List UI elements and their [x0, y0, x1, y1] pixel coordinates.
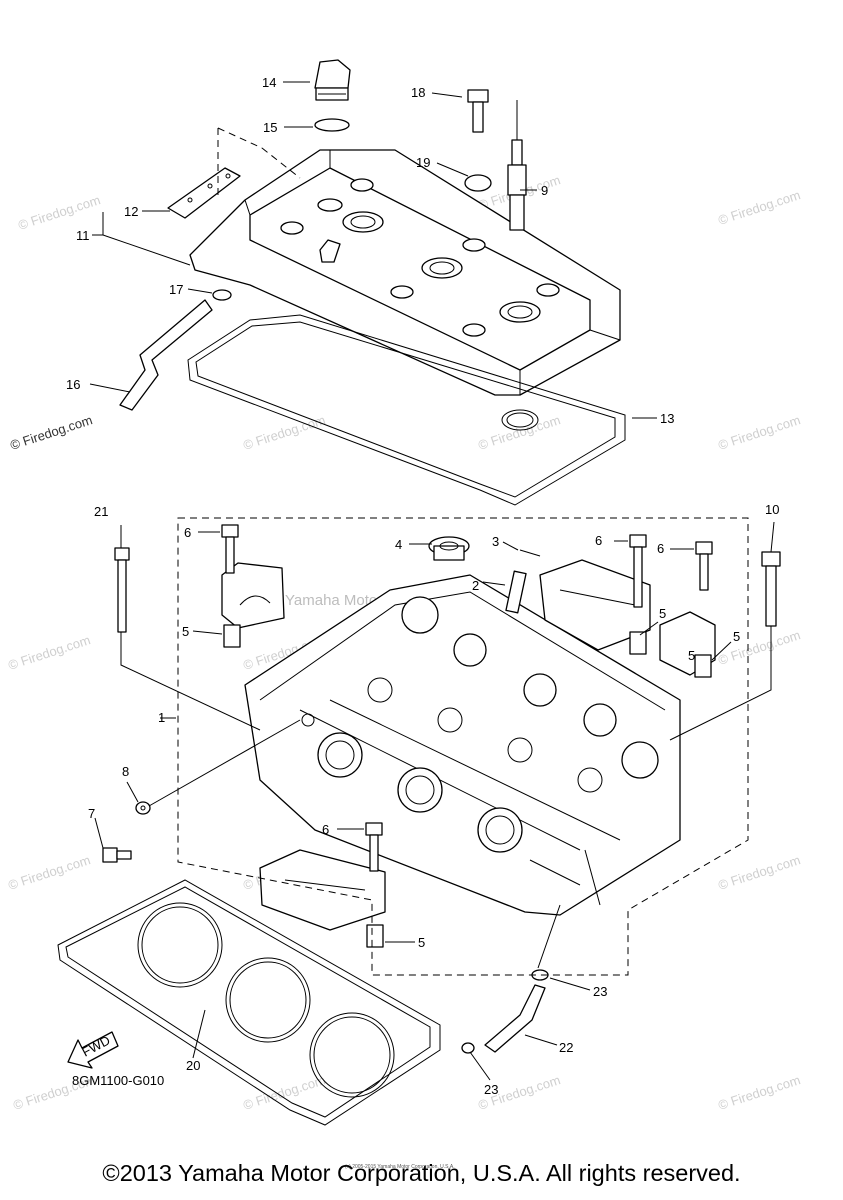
copyright-notice: ©2013 Yamaha Motor Corporation, U.S.A. A… [102, 1160, 741, 1186]
watermark: © Firedog.com [6, 852, 92, 893]
forward-arrow: FWD [67, 1031, 119, 1069]
diagram-code: 8GM1100-G010 [72, 1073, 164, 1088]
callout-7: 7 [88, 806, 95, 821]
watermark: © Firedog.com [241, 412, 327, 453]
callout-20: 20 [186, 1058, 200, 1073]
plate [167, 167, 241, 219]
callout-5: 5 [659, 606, 666, 621]
callout-22: 22 [559, 1040, 573, 1055]
callout-14: 14 [262, 75, 276, 90]
callout-19: 19 [416, 155, 430, 170]
bolt-and-plug [464, 89, 527, 231]
callout-23: 23 [593, 984, 607, 999]
callout-5: 5 [418, 935, 425, 950]
watermark: © Firedog.com [6, 632, 92, 673]
callout-13: 13 [660, 411, 674, 426]
cylinder-head-cover [189, 149, 621, 396]
callout-1: 1 [158, 710, 165, 725]
head-cover-gasket [187, 314, 626, 506]
callout-10: 10 [765, 502, 779, 517]
small-parts [223, 536, 712, 948]
callout-12: 12 [124, 204, 138, 219]
callout-6: 6 [322, 822, 329, 837]
callout-6: 6 [657, 541, 664, 556]
watermark: © Firedog.com [716, 852, 802, 893]
cylinder-head-gasket [57, 879, 441, 1126]
watermark: © Firedog.com [716, 627, 802, 668]
callout-5: 5 [733, 629, 740, 644]
watermark: © Firedog.com [716, 187, 802, 228]
watermark: © Firedog.com [716, 1072, 802, 1113]
callout-23: 23 [484, 1082, 498, 1097]
camshaft-caps [221, 559, 716, 931]
callout-15: 15 [263, 120, 277, 135]
callout-6: 6 [595, 533, 602, 548]
callout-17: 17 [169, 282, 183, 297]
water-hose [461, 969, 549, 1054]
watermark-strong: © Firedog.com [8, 412, 94, 453]
callout-5: 5 [182, 624, 189, 639]
callout-3: 3 [492, 534, 499, 549]
bolts [102, 524, 781, 872]
callout-21: 21 [94, 504, 108, 519]
callout-4: 4 [395, 537, 402, 552]
watermark: © Firedog.com [16, 192, 102, 233]
assembly-guides [177, 127, 749, 976]
oil-filler-cap [314, 59, 351, 132]
callout-9: 9 [541, 183, 548, 198]
callout-5: 5 [688, 648, 695, 663]
callout-6: 6 [184, 525, 191, 540]
callout-11: 11 [76, 228, 90, 243]
tiny-notice: (c) 2005-2015 Yamaha Motor Corporation, … [345, 1164, 455, 1170]
callout-18: 18 [411, 85, 425, 100]
leader-lines [89, 81, 775, 1081]
callout-16: 16 [66, 377, 80, 392]
cylinder-head [244, 574, 681, 916]
watermark: © Firedog.com [716, 412, 802, 453]
callout-2: 2 [472, 578, 479, 593]
callout-labels: 1 2 3 4 5 5 5 5 5 6 6 6 6 7 8 9 10 11 12… [66, 75, 779, 1097]
breather-hose [119, 289, 232, 411]
watermark: © Firedog.com [476, 412, 562, 453]
callout-8: 8 [122, 764, 129, 779]
